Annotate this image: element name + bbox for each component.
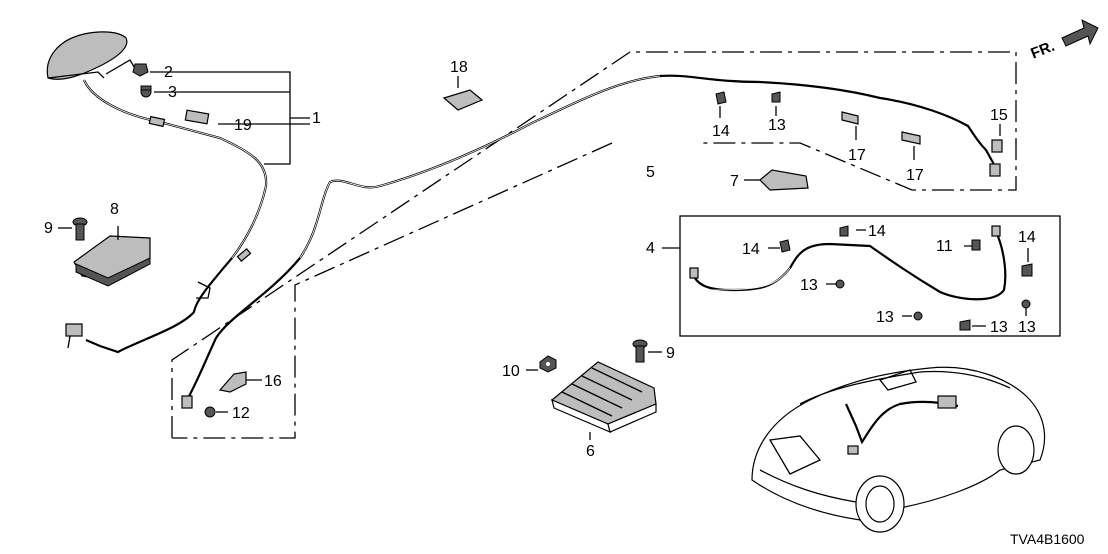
clip-17-a bbox=[841, 111, 859, 140]
clip-14-c bbox=[1021, 263, 1033, 277]
roof-antenna-assembly bbox=[46, 31, 268, 354]
clip-14-b bbox=[839, 225, 849, 237]
callout-2: 2 bbox=[164, 64, 173, 81]
clip-13-top bbox=[771, 91, 781, 116]
callout-5: 5 bbox=[646, 164, 655, 181]
callout-12: 12 bbox=[232, 405, 250, 422]
callout-19: 19 bbox=[234, 117, 252, 134]
pad-18 bbox=[442, 76, 484, 111]
callout-8: 8 bbox=[110, 201, 119, 218]
callout-17-a: 17 bbox=[848, 147, 866, 164]
clip-13-c bbox=[959, 319, 971, 331]
callout-13-top: 13 bbox=[768, 117, 786, 134]
callout-11: 11 bbox=[936, 238, 953, 255]
callout-13-b: 13 bbox=[876, 309, 894, 326]
callout-14-c: 14 bbox=[1018, 229, 1036, 246]
bolt-9-right bbox=[632, 339, 662, 363]
clip-11 bbox=[971, 239, 981, 251]
clip-13-d bbox=[1021, 299, 1031, 309]
module-8 bbox=[73, 226, 151, 287]
callout-13-d: 13 bbox=[1018, 319, 1036, 336]
callout-1: 1 bbox=[312, 110, 321, 127]
callout-14-top: 14 bbox=[712, 123, 730, 140]
callout-9-right: 9 bbox=[666, 345, 675, 362]
callout-14-b: 14 bbox=[868, 223, 886, 240]
clip-12 bbox=[204, 406, 216, 418]
clip-14-top bbox=[715, 91, 727, 118]
clip-17-b bbox=[901, 131, 921, 160]
clip-2 bbox=[132, 63, 149, 77]
antenna-cable-4 bbox=[689, 225, 1007, 301]
callout-4: 4 bbox=[646, 240, 655, 257]
clip-3 bbox=[140, 85, 152, 98]
callout-17-b: 17 bbox=[906, 167, 924, 184]
callout-3: 3 bbox=[168, 84, 177, 101]
group-outline-5 bbox=[171, 51, 1017, 439]
group-outline-4 bbox=[679, 215, 1061, 337]
front-direction-arrow: FR. bbox=[1028, 19, 1099, 63]
callout-13-a: 13 bbox=[800, 277, 818, 294]
callout-7: 7 bbox=[730, 173, 739, 190]
callout-18: 18 bbox=[450, 59, 468, 76]
nut-10 bbox=[526, 355, 557, 373]
amplifier-6 bbox=[550, 361, 657, 440]
clip-13-a bbox=[835, 279, 845, 289]
callout-9-left: 9 bbox=[44, 220, 53, 237]
bolt-9-left bbox=[72, 217, 88, 241]
clip-13-b bbox=[913, 311, 923, 321]
callout-13-c: 13 bbox=[990, 319, 1008, 336]
callout-10: 10 bbox=[502, 363, 520, 380]
callout-16: 16 bbox=[264, 373, 282, 390]
callout-14-a: 14 bbox=[742, 241, 760, 258]
callout-15: 15 bbox=[990, 107, 1008, 124]
direction-label: FR. bbox=[1028, 38, 1057, 63]
callout-6: 6 bbox=[586, 443, 595, 460]
leader-1 bbox=[150, 71, 310, 165]
bracket-16 bbox=[218, 371, 247, 393]
antenna-cable-5 bbox=[181, 74, 1003, 409]
bracket-7 bbox=[744, 169, 809, 191]
clip-14-a bbox=[779, 239, 791, 253]
vehicle-illustration bbox=[751, 366, 1046, 533]
shark-fin-antenna bbox=[46, 31, 128, 80]
diagram-code: TVA4B1600 bbox=[1010, 531, 1085, 547]
